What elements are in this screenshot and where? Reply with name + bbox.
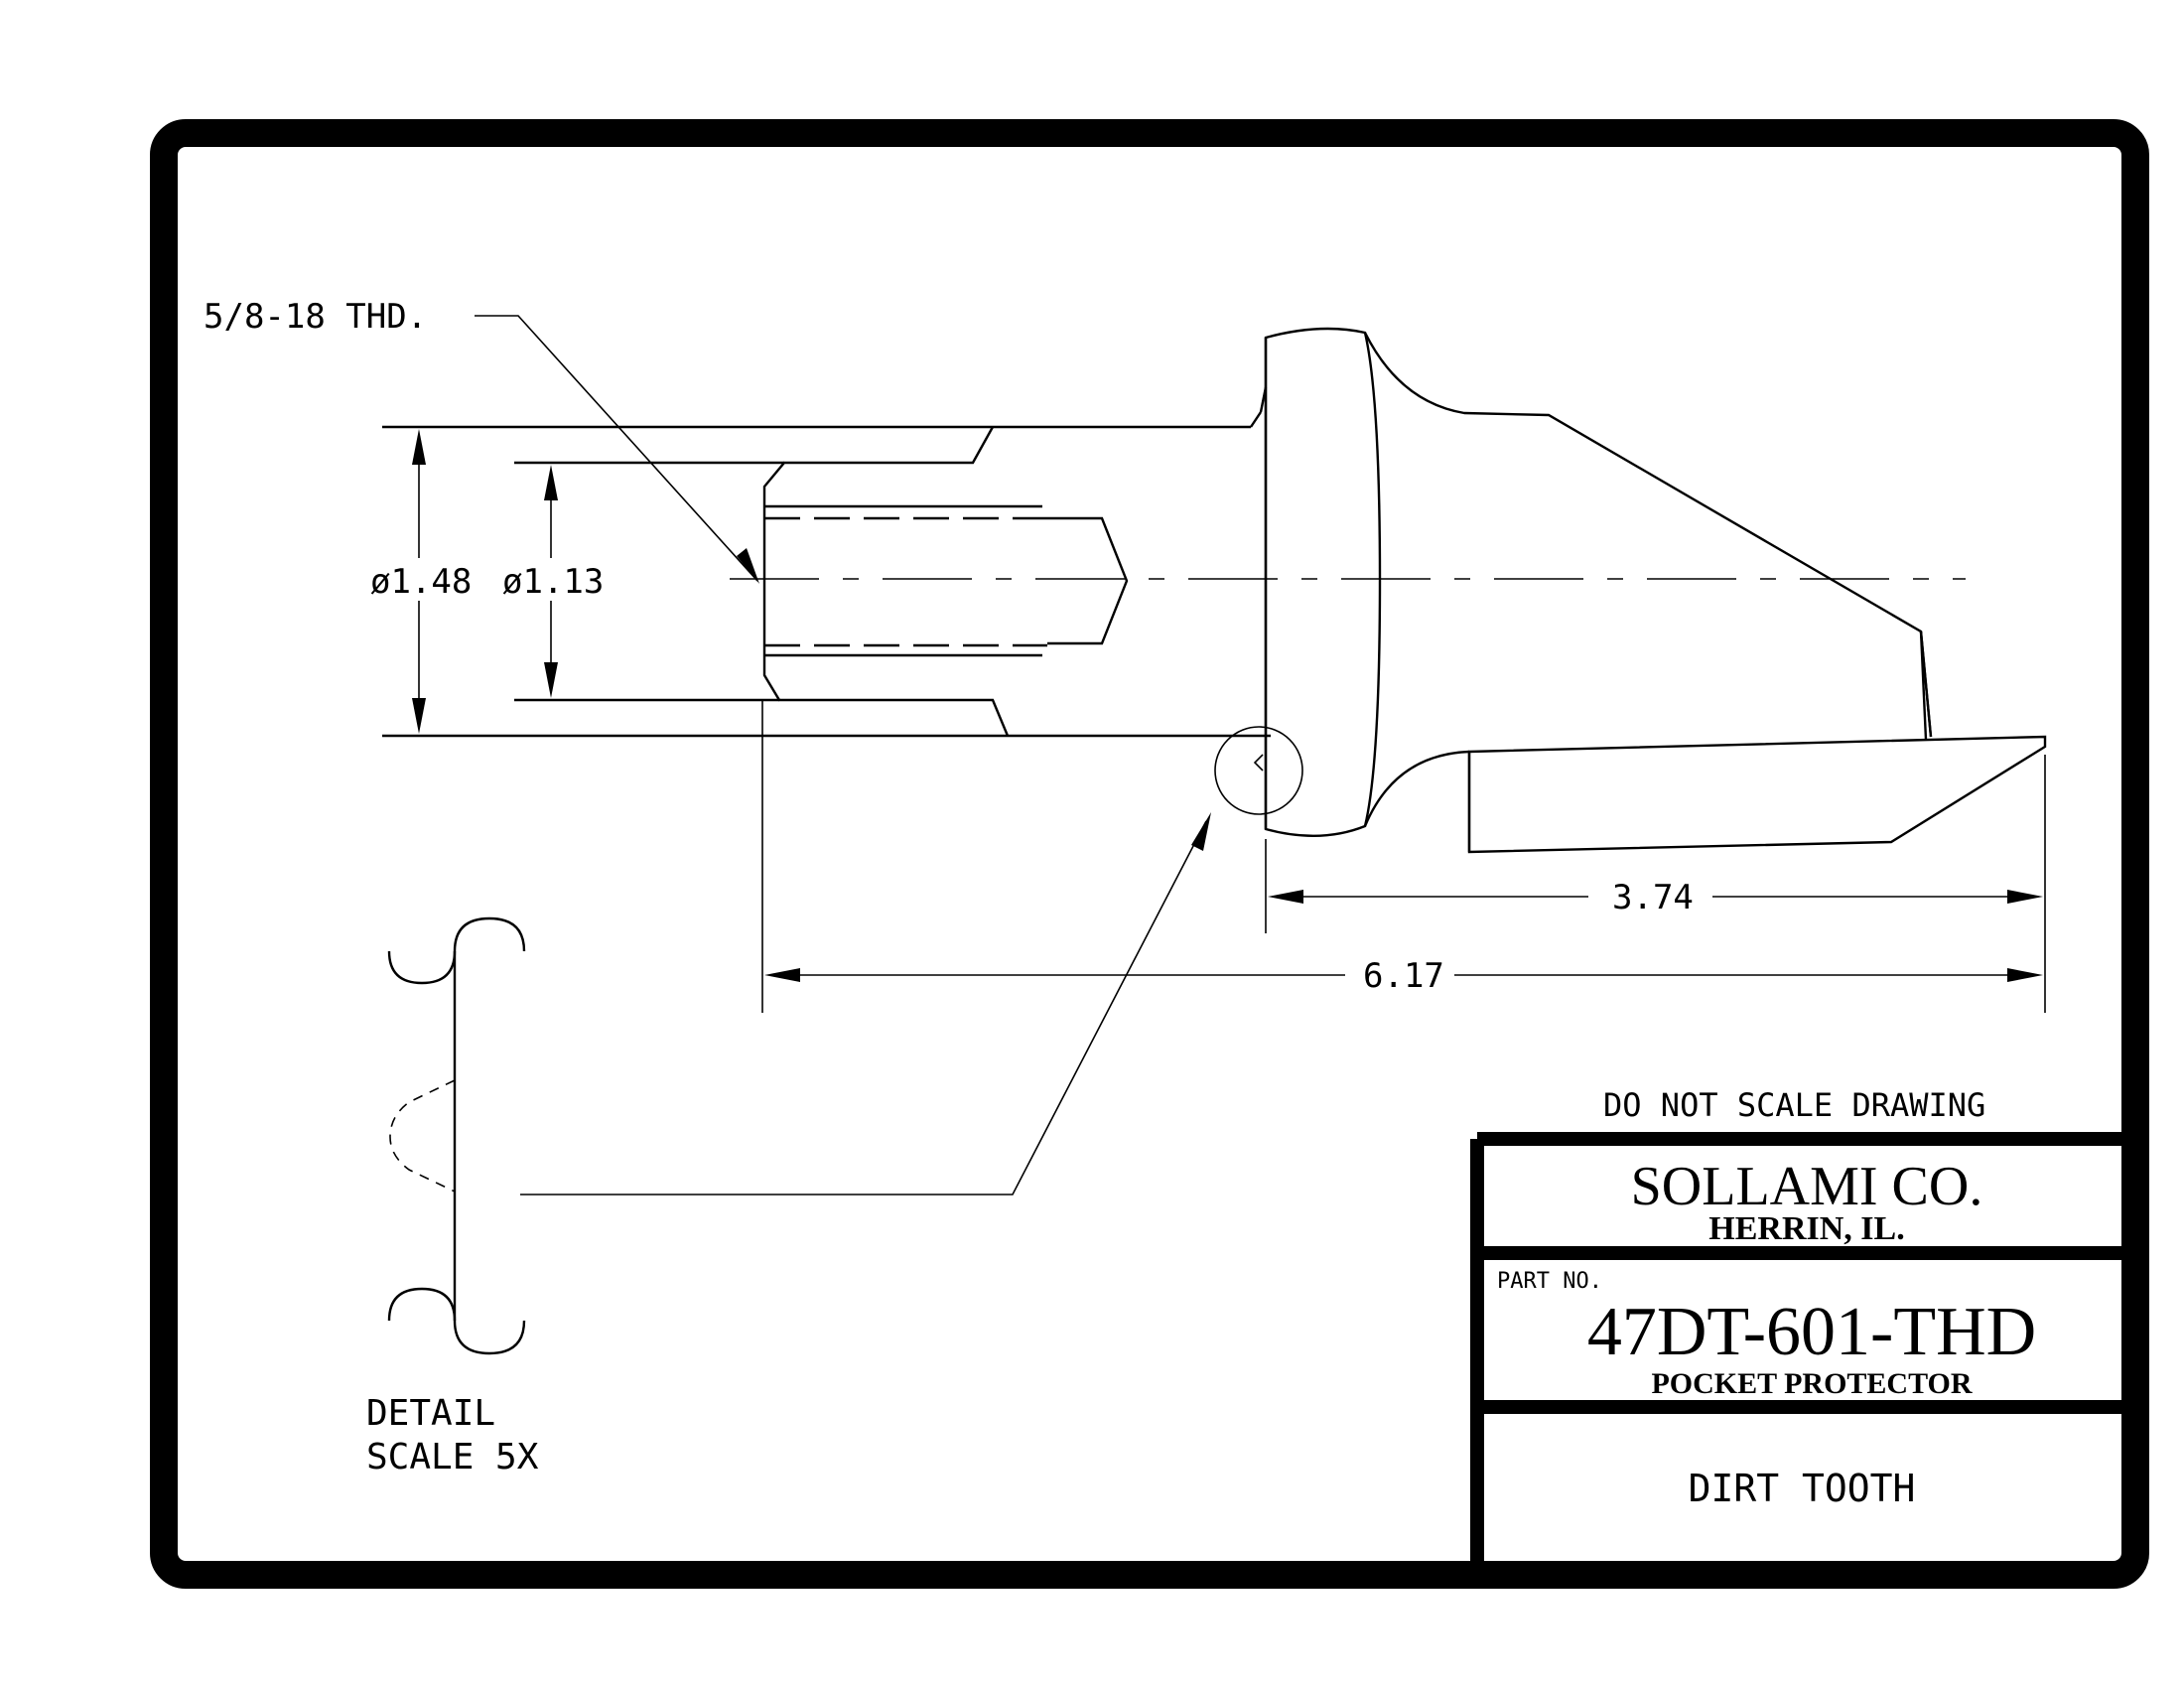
part-description: DIRT TOOTH xyxy=(1689,1467,1916,1510)
detail-title: DETAIL xyxy=(366,1393,495,1434)
dim-overall-length-label: 6.17 xyxy=(1363,956,1444,996)
part-subtitle: POCKET PROTECTOR xyxy=(1651,1367,1972,1400)
diameter-dimensions: ø1.48 ø1.13 xyxy=(370,426,993,737)
detail-scale: SCALE 5X xyxy=(366,1437,539,1477)
part-number: 47DT-601-THD xyxy=(1587,1294,2036,1370)
title-block: SOLLAMI CO. HERRIN, IL. PART NO. 47DT-60… xyxy=(1470,1132,2135,1575)
dim-outer-diameter-label: ø1.48 xyxy=(370,562,472,602)
sheet-border xyxy=(150,119,2149,1589)
scale-note: DO NOT SCALE DRAWING xyxy=(1603,1086,1985,1124)
part-outline xyxy=(382,327,2047,854)
company-location: HERRIN, IL. xyxy=(1708,1210,1904,1247)
length-dimensions: 3.74 6.17 xyxy=(761,700,2046,1013)
thread-callout: 5/8-18 THD. xyxy=(204,297,759,584)
dim-head-length-label: 3.74 xyxy=(1612,878,1694,917)
company-name: SOLLAMI CO. xyxy=(1631,1156,1983,1217)
detail-view: DETAIL SCALE 5X xyxy=(366,812,1211,1477)
part-no-label: PART NO. xyxy=(1497,1269,1602,1294)
dim-inner-diameter-label: ø1.13 xyxy=(502,562,604,602)
thread-callout-label: 5/8-18 THD. xyxy=(204,297,427,337)
